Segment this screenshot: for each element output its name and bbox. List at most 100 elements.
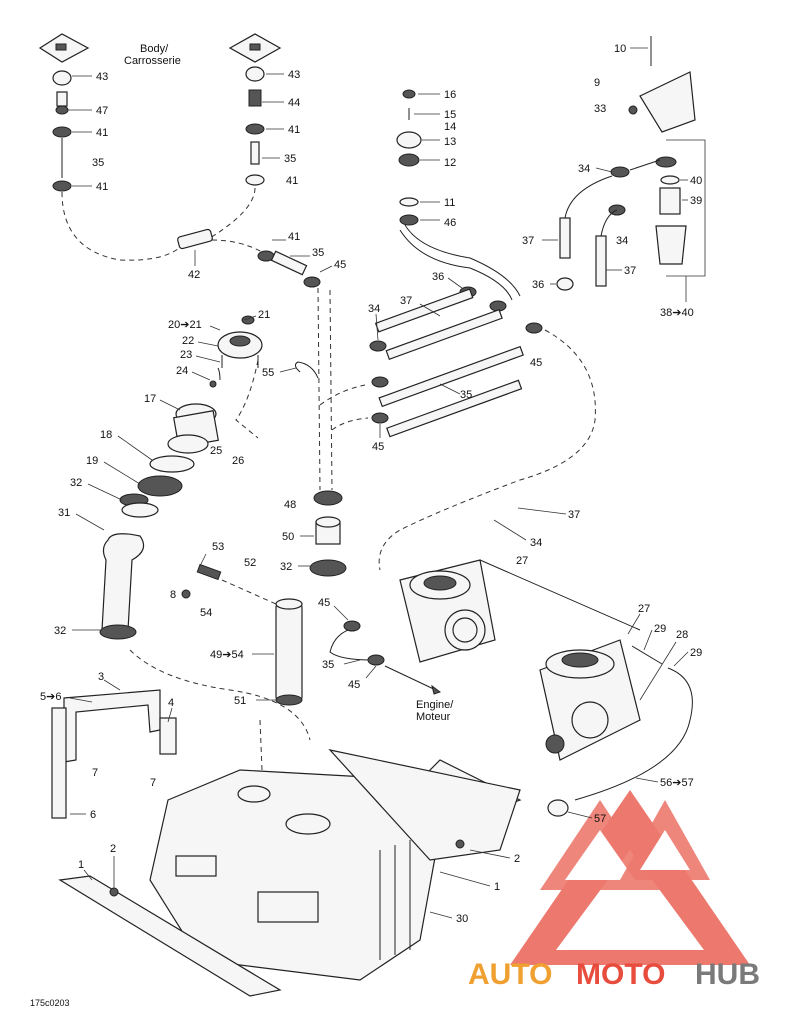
- callout-53: 53: [212, 541, 224, 553]
- callout-43-right: 43: [288, 69, 300, 81]
- callout-41-e: 41: [288, 231, 300, 243]
- callouts-layer: 10 9 33 43 47 41 35 41 43 44 41 35 41 16…: [40, 43, 702, 925]
- callout-29-a: 29: [654, 623, 666, 635]
- callout-50: 50: [282, 531, 294, 543]
- watermark-part2: MOTO: [576, 958, 665, 991]
- callout-22: 22: [182, 335, 194, 347]
- filler-neck-17: [119, 403, 219, 518]
- watermark-part3: HUB: [695, 958, 760, 991]
- callout-11: 11: [444, 197, 455, 209]
- callout-54: 54: [200, 607, 212, 619]
- callout-1-right: 1: [494, 881, 500, 893]
- callout-32-c: 32: [280, 561, 292, 573]
- label-body: Body/: [140, 43, 169, 55]
- callout-6: 6: [90, 809, 96, 821]
- vent-line-right: [209, 187, 256, 239]
- callout-12: 12: [444, 157, 456, 169]
- vent-line-left: [61, 191, 186, 261]
- callout-41-c: 41: [288, 124, 300, 136]
- carburetor-lower: [539, 639, 641, 761]
- callout-19: 19: [86, 455, 98, 467]
- callout-37-a: 37: [522, 235, 534, 247]
- fuel-sender-49-54: [181, 563, 303, 706]
- callout-37-c: 37: [400, 295, 412, 307]
- callout-45-e: 45: [348, 679, 360, 691]
- callout-45-b: 45: [530, 357, 542, 369]
- callout-27-a: 27: [516, 555, 528, 567]
- callout-9: 9: [594, 77, 600, 89]
- watermark-text: AUTO MOTO HUB: [468, 958, 760, 991]
- callout-41-d: 41: [286, 175, 298, 187]
- connector-36: [556, 277, 574, 291]
- callout-7-a: 7: [92, 767, 98, 779]
- left-vent-assembly: [38, 33, 90, 192]
- callout-45-a: 45: [334, 259, 346, 271]
- hose-37-left: [559, 217, 571, 259]
- callout-3: 3: [98, 671, 104, 683]
- top-valve-stack: [396, 89, 422, 226]
- hose-set-34-37: [369, 286, 543, 438]
- callout-15: 15: [444, 109, 456, 121]
- callout-45-c: 45: [372, 441, 384, 453]
- callout-20-21: 20➔21: [168, 319, 202, 331]
- callout-30: 30: [456, 913, 468, 925]
- callout-41-a: 41: [96, 127, 108, 139]
- callout-21: 21: [258, 309, 270, 321]
- callout-33: 33: [594, 103, 606, 115]
- callout-2-left: 2: [110, 843, 116, 855]
- callout-48: 48: [284, 499, 296, 511]
- center-fitting-stack: [309, 490, 347, 577]
- callout-1-left: 1: [78, 859, 84, 871]
- callout-37-d: 37: [568, 509, 580, 521]
- vent-hose-35: [257, 250, 321, 288]
- callout-41-b: 41: [96, 181, 108, 193]
- bracket-9: [628, 36, 696, 133]
- callout-36b: 36: [432, 271, 444, 283]
- clip-55: [294, 361, 319, 379]
- tank-strap-3-6: [51, 689, 177, 819]
- callout-35-e: 35: [322, 659, 334, 671]
- callout-4: 4: [168, 697, 174, 709]
- fuel-tank-30: [149, 749, 522, 981]
- callout-23: 23: [180, 349, 192, 361]
- pickup-hose: [404, 224, 521, 297]
- callout-34-a: 34: [578, 163, 590, 175]
- filler-hose-31: [99, 533, 145, 640]
- callout-47: 47: [96, 105, 108, 117]
- fuel-filter-38-40: [655, 156, 687, 265]
- labels-layer: Body/ Carrosserie Engine/ Moteur 175c020…: [30, 43, 454, 1008]
- callout-14: 14: [444, 121, 456, 133]
- callout-7-b: 7: [150, 777, 156, 789]
- callout-40: 40: [690, 175, 702, 187]
- callout-27-b: 27: [638, 603, 650, 615]
- callout-10: 10: [614, 43, 626, 55]
- callout-29-b: 29: [690, 647, 702, 659]
- callout-55: 55: [262, 367, 274, 379]
- callout-13: 13: [444, 136, 456, 148]
- callout-34-b: 34: [616, 235, 628, 247]
- label-moteur: Moteur: [416, 711, 451, 723]
- watermark-part1: AUTO: [468, 958, 552, 991]
- label-engine: Engine/: [416, 699, 454, 711]
- callout-36: 36: [532, 279, 544, 291]
- nut-19: [137, 475, 183, 497]
- callout-46: 46: [444, 217, 456, 229]
- callout-31: 31: [58, 507, 70, 519]
- callout-57: 57: [594, 813, 606, 825]
- callout-45-d: 45: [318, 597, 330, 609]
- clamp-34-upper: [610, 166, 630, 178]
- callout-32-b: 32: [54, 625, 66, 637]
- callout-49-54: 49➔54: [210, 649, 244, 661]
- right-vent-assembly: [228, 33, 282, 186]
- support-plate-1: [58, 875, 282, 997]
- callout-44: 44: [288, 97, 300, 109]
- fuel-cap-20-21: [209, 315, 263, 439]
- callout-5-6: 5➔6: [40, 691, 61, 703]
- callout-2-right: 2: [514, 853, 520, 865]
- callout-24: 24: [176, 365, 188, 377]
- primer-56-57: [547, 799, 569, 817]
- callout-35-d: 35: [460, 389, 472, 401]
- hose-37-right: [595, 235, 607, 287]
- callout-38-40: 38➔40: [660, 307, 694, 319]
